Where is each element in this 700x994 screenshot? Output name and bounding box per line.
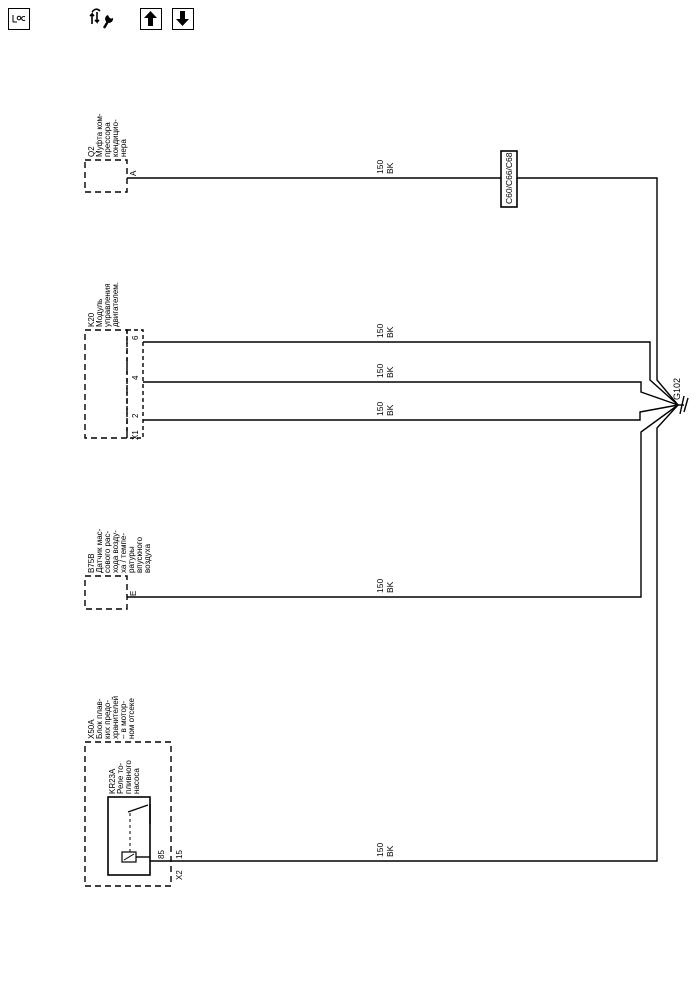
x50a-name-line-2: ких предо- bbox=[103, 700, 112, 739]
wire-0-color: BK bbox=[385, 162, 395, 174]
k20-name-line-1: Модуль bbox=[95, 299, 104, 327]
x50a-fuse-block-box[interactable] bbox=[84, 741, 172, 887]
toolbar bbox=[0, 0, 700, 50]
k20-connector-x1 bbox=[126, 329, 144, 439]
arrow-up-button[interactable] bbox=[140, 8, 162, 30]
b75b-name-line-3: хода возду- bbox=[111, 530, 120, 573]
wire-k20-pin2[interactable] bbox=[143, 404, 679, 421]
kr23a-pin: 85 bbox=[157, 850, 166, 859]
legend-icon bbox=[12, 15, 26, 23]
kr23a-name-line-2: пливного bbox=[124, 760, 133, 794]
b75b-name-line-2: сового рас- bbox=[103, 531, 112, 573]
splice-label: C60/C66/C68 bbox=[504, 152, 514, 204]
k20-component-box[interactable] bbox=[84, 329, 128, 439]
q2-pin: A bbox=[129, 170, 138, 176]
b75b-name-line-5: ратуры bbox=[127, 546, 136, 573]
wire-x50a-pin15[interactable] bbox=[150, 404, 679, 862]
wire-k20-pin6[interactable] bbox=[143, 341, 679, 406]
k20-id: K20 bbox=[87, 312, 96, 327]
wire-4-gauge: 150 bbox=[375, 579, 385, 593]
k20-connector-label: X1 bbox=[131, 430, 140, 440]
k20-pin-2: 2 bbox=[131, 413, 140, 418]
x50a-name-line-3: хранителей bbox=[111, 696, 120, 739]
q2-name-line-3: кондицио- bbox=[111, 119, 120, 157]
q2-id: Q2 bbox=[87, 146, 96, 157]
wire-2-gauge: 150 bbox=[375, 364, 385, 378]
x50a-name-line-1: Блок плав- bbox=[95, 698, 104, 739]
x50a-name-line-4: – в мотор- bbox=[119, 701, 128, 739]
kr23a-relay-box[interactable] bbox=[107, 796, 151, 876]
arrow-down-button[interactable] bbox=[172, 8, 194, 30]
wire-1-color: BK bbox=[385, 326, 395, 338]
arrow-up-icon bbox=[144, 11, 157, 26]
wrench-arrows-icon bbox=[89, 8, 114, 29]
k20-pin-4: 4 bbox=[131, 375, 140, 380]
b75b-component-box[interactable] bbox=[84, 575, 128, 610]
wire-4-color: BK bbox=[385, 581, 395, 593]
wire-3-color: BK bbox=[385, 404, 395, 416]
kr23a-name-line-1: Реле то- bbox=[116, 762, 125, 794]
b75b-pin: E bbox=[129, 591, 138, 596]
k20-pin-6: 6 bbox=[131, 335, 140, 340]
x50a-id: X50A bbox=[87, 719, 96, 739]
b75b-id: B75B bbox=[87, 553, 96, 573]
wire-0-gauge: 150 bbox=[375, 160, 385, 174]
wire-k20-pin4[interactable] bbox=[143, 381, 679, 406]
wire-5-color: BK bbox=[385, 845, 395, 857]
legend-button[interactable] bbox=[8, 8, 30, 30]
wire-q2-to-splice[interactable] bbox=[127, 177, 679, 406]
splice-connector-box[interactable] bbox=[500, 150, 518, 208]
q2-name-line-1: Муфта ком- bbox=[95, 113, 104, 157]
wire-b75b-pin-e[interactable] bbox=[127, 404, 679, 598]
k20-name-line-2: управления bbox=[103, 283, 112, 327]
wire-3-gauge: 150 bbox=[375, 402, 385, 416]
q2-name-line-4: нера bbox=[119, 139, 128, 157]
x50a-connector-label: X2 bbox=[175, 870, 184, 880]
tool-button[interactable] bbox=[88, 6, 118, 32]
b75b-name-line-4: ха / темпе- bbox=[119, 533, 128, 573]
wire-2-color: BK bbox=[385, 366, 395, 378]
kr23a-name-line-3: насоса bbox=[132, 768, 141, 794]
b75b-name-line-1: Датчик мас- bbox=[95, 528, 104, 573]
ground-symbol[interactable] bbox=[678, 395, 689, 415]
wire-1-gauge: 150 bbox=[375, 324, 385, 338]
x50a-name-line-5: ном отсеке bbox=[127, 698, 136, 739]
q2-component-box[interactable] bbox=[84, 159, 128, 193]
ground-label: G102 bbox=[672, 378, 682, 400]
q2-name-line-2: прессора bbox=[103, 122, 112, 157]
kr23a-id: KR23A bbox=[108, 768, 117, 794]
x50a-pin: 15 bbox=[175, 850, 184, 859]
arrow-down-icon bbox=[176, 11, 189, 26]
b75b-name-line-6: впускного bbox=[135, 536, 144, 573]
k20-name-line-3: двигателем. bbox=[111, 282, 120, 327]
wire-5-gauge: 150 bbox=[375, 843, 385, 857]
b75b-name-line-7: воздуха bbox=[143, 543, 152, 573]
